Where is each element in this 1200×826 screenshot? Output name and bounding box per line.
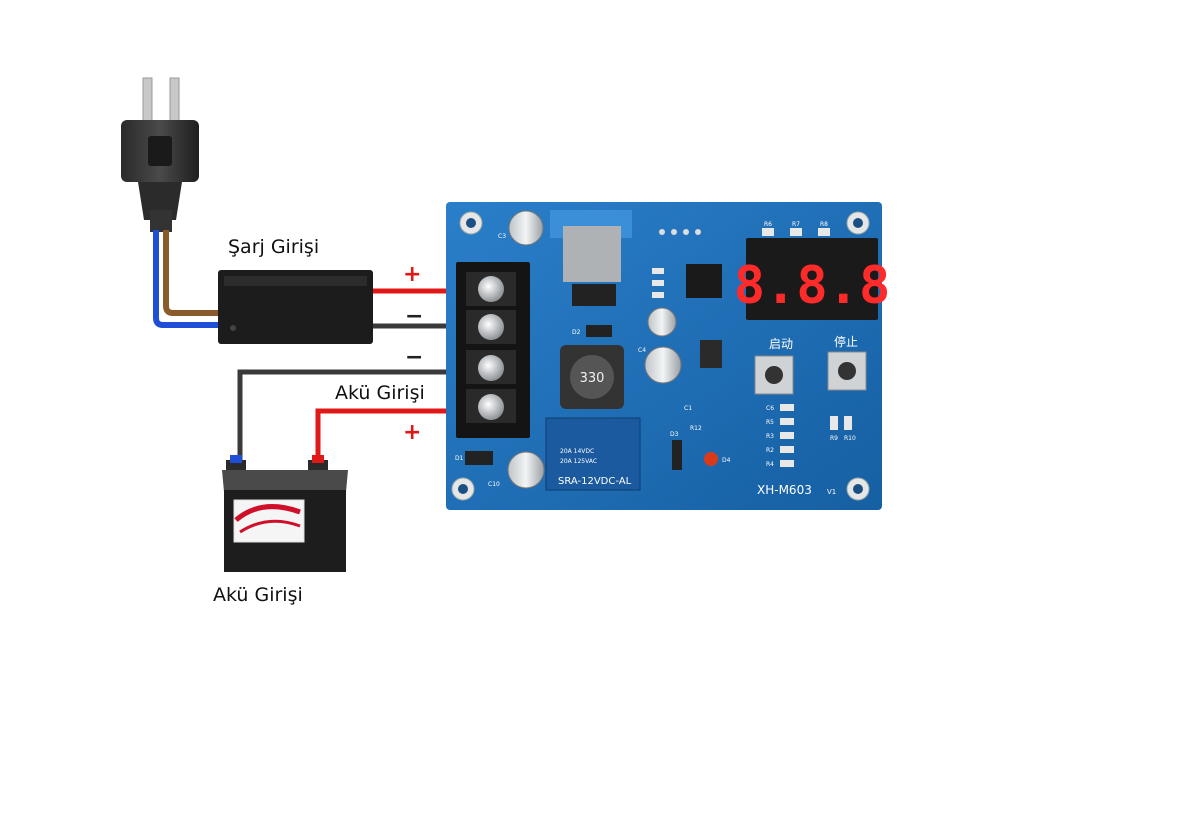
res-r12-label: R12 bbox=[690, 425, 702, 432]
res-r9-label: R9 bbox=[830, 435, 838, 442]
battery-input-wire-label: Akü Girişi bbox=[335, 382, 425, 404]
mains-wire-blue bbox=[153, 230, 222, 328]
relay-rating-2: 20A 125VAC bbox=[560, 458, 597, 465]
power-plug bbox=[121, 77, 199, 232]
terminal-screws bbox=[466, 272, 516, 423]
board-version-label: V1 bbox=[827, 488, 836, 496]
battery-wire-black bbox=[237, 369, 470, 465]
car-battery bbox=[222, 455, 348, 572]
battery-wire-red bbox=[315, 408, 470, 472]
led-label: D4 bbox=[722, 457, 731, 464]
diode-d3-label: D3 bbox=[670, 431, 679, 438]
charge-plus-sign: + bbox=[403, 262, 422, 287]
board-model-label: XH-M603 bbox=[757, 483, 812, 497]
cap-c6-label: C6 bbox=[766, 405, 774, 412]
battery-plus-sign: + bbox=[403, 420, 422, 445]
stop-button-label: 停止 bbox=[834, 334, 858, 349]
cap-c10-label: C10 bbox=[488, 481, 500, 488]
display-digits: 8.8.8 bbox=[734, 256, 891, 316]
res-r6-label: R6 bbox=[764, 221, 772, 228]
battery-minus-sign: − bbox=[405, 345, 424, 370]
start-button-label: 启动 bbox=[769, 337, 793, 351]
xh-m603-board bbox=[446, 202, 882, 510]
inductor-code: 330 bbox=[580, 371, 605, 386]
cap-c1-label: C1 bbox=[684, 405, 692, 412]
res-r3-label: R3 bbox=[766, 433, 774, 440]
charger-adapter bbox=[218, 270, 373, 344]
relay-model: SRA-12VDC-AL bbox=[558, 476, 632, 487]
mains-wire-brown bbox=[163, 230, 222, 316]
cap-c3-label: C3 bbox=[498, 233, 506, 240]
relay-rating-1: 20A 14VDC bbox=[560, 448, 594, 455]
res-r8-label: R8 bbox=[820, 221, 828, 228]
res-r7-label: R7 bbox=[792, 221, 800, 228]
charge-input-label: Şarj Girişi bbox=[228, 236, 320, 258]
res-r2-label: R2 bbox=[766, 447, 774, 454]
battery-input-label: Akü Girişi bbox=[213, 584, 303, 606]
res-r5-label: R5 bbox=[766, 419, 774, 426]
diode-d2-label: D2 bbox=[572, 329, 581, 336]
res-r4-label: R4 bbox=[766, 461, 774, 468]
res-r10-label: R10 bbox=[844, 435, 856, 442]
diode-d1-label: D1 bbox=[455, 455, 464, 462]
cap-c4-label: C4 bbox=[638, 347, 646, 354]
charge-minus-sign: − bbox=[405, 304, 424, 329]
